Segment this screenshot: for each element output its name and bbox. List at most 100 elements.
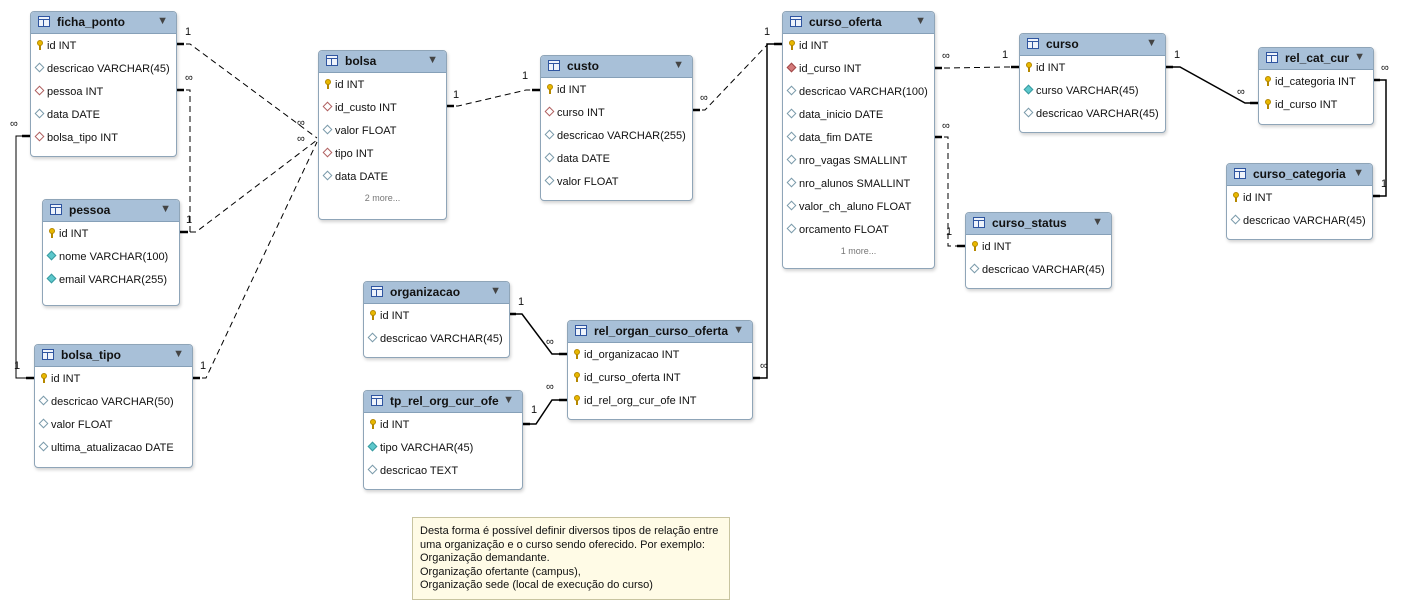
table-name: rel_organ_curso_oferta <box>594 324 729 338</box>
table-icon <box>1266 52 1278 63</box>
table-header[interactable]: curso_categoria ▼ <box>1227 164 1372 186</box>
collapse-arrow-icon[interactable]: ▼ <box>157 15 168 27</box>
table-header[interactable]: tp_rel_org_cur_ofe ▼ <box>364 391 522 413</box>
collapse-arrow-icon[interactable]: ▼ <box>173 348 184 360</box>
column-label: id INT <box>51 373 81 385</box>
column-label: id INT <box>380 419 410 431</box>
table-header[interactable]: rel_cat_cur ▼ <box>1259 48 1373 70</box>
collapse-arrow-icon[interactable]: ▼ <box>915 15 926 27</box>
table-organizacao[interactable]: organizacao ▼ id INT descricao VARCHAR(4… <box>363 281 510 358</box>
column-icon <box>322 170 333 181</box>
diagram-note[interactable]: Desta forma é possível definir diversos … <box>412 517 730 600</box>
column-row: id INT <box>35 368 192 391</box>
table-curso[interactable]: curso ▼ id INT curso VARCHAR(45) descric… <box>1019 33 1166 133</box>
collapse-arrow-icon[interactable]: ▼ <box>427 54 438 66</box>
table-curso_status[interactable]: curso_status ▼ id INT descricao VARCHAR(… <box>965 212 1112 289</box>
primary-key-icon <box>370 310 376 320</box>
column-row: data_fim DATE <box>783 127 934 150</box>
column-label: tipo INT <box>335 148 374 160</box>
column-label: id INT <box>47 40 77 52</box>
table-header[interactable]: pessoa ▼ <box>43 200 179 222</box>
more-columns-link[interactable]: 1 more... <box>840 246 877 256</box>
card-one: 1 <box>453 89 460 101</box>
table-name: custo <box>567 59 600 73</box>
card-many: ∞ <box>297 117 305 129</box>
column-label: descricao VARCHAR(45) <box>982 264 1105 276</box>
table-icon <box>575 325 587 336</box>
column-label: valor_ch_aluno FLOAT <box>799 201 912 213</box>
card-many: ∞ <box>185 72 193 84</box>
card-one: 1 <box>764 26 771 38</box>
column-label: id INT <box>1036 62 1066 74</box>
not-null-column-icon <box>1023 84 1034 95</box>
table-bolsa[interactable]: bolsa ▼ id INT id_custo INT valor FLOAT … <box>318 50 447 220</box>
column-row: descricao VARCHAR(100) <box>783 81 934 104</box>
table-icon <box>326 55 338 66</box>
column-label: data DATE <box>557 153 610 165</box>
foreign-key-icon <box>34 85 45 96</box>
table-header[interactable]: ficha_ponto ▼ <box>31 12 176 34</box>
table-icon <box>38 16 50 27</box>
card-many: ∞ <box>942 50 950 62</box>
column-icon <box>786 177 797 188</box>
card-many: ∞ <box>546 381 554 393</box>
primary-key-icon <box>1265 99 1271 109</box>
column-label: ultima_atualizacao DATE <box>51 442 174 454</box>
table-custo[interactable]: custo ▼ id INT curso INT descricao VARCH… <box>540 55 693 201</box>
table-header[interactable]: bolsa ▼ <box>319 51 446 73</box>
more-columns-link[interactable]: 2 more... <box>364 193 401 203</box>
table-header[interactable]: rel_organ_curso_oferta ▼ <box>568 321 752 343</box>
table-header[interactable]: curso_status ▼ <box>966 213 1111 235</box>
table-tp_rel_org_cur_ofe[interactable]: tp_rel_org_cur_ofe ▼ id INT tipo VARCHAR… <box>363 390 523 490</box>
table-header[interactable]: custo ▼ <box>541 56 692 78</box>
collapse-arrow-icon[interactable]: ▼ <box>1353 167 1364 179</box>
column-row: descricao VARCHAR(45) <box>1227 210 1372 233</box>
collapse-arrow-icon[interactable]: ▼ <box>503 394 514 406</box>
collapse-arrow-icon[interactable]: ▼ <box>733 324 744 336</box>
table-header[interactable]: curso ▼ <box>1020 34 1165 56</box>
table-ficha_ponto[interactable]: ficha_ponto ▼ id INT descricao VARCHAR(4… <box>30 11 177 157</box>
card-one: 1 <box>200 360 207 372</box>
table-header[interactable]: organizacao ▼ <box>364 282 509 304</box>
primary-key-icon <box>547 84 553 94</box>
table-curso_oferta[interactable]: curso_oferta ▼ id INT id_curso INT descr… <box>782 11 935 269</box>
column-row: data_inicio DATE <box>783 104 934 127</box>
link-relorgan-cursooferta <box>752 43 782 379</box>
column-row: id_custo INT <box>319 97 446 120</box>
column-row: id INT <box>966 236 1111 259</box>
column-label: pessoa INT <box>47 86 104 98</box>
table-icon <box>548 60 560 71</box>
card-many: ∞ <box>700 92 708 104</box>
collapse-arrow-icon[interactable]: ▼ <box>490 285 501 297</box>
table-header[interactable]: curso_oferta ▼ <box>783 12 934 34</box>
table-curso_categoria[interactable]: curso_categoria ▼ id INT descricao VARCH… <box>1226 163 1373 240</box>
table-rel_cat_cur[interactable]: rel_cat_cur ▼ id_categoria INT id_curso … <box>1258 47 1374 125</box>
column-icon <box>786 108 797 119</box>
primary-key-icon <box>41 373 47 383</box>
column-row: id INT <box>783 35 934 58</box>
column-label: id_rel_org_cur_ofe INT <box>584 395 697 407</box>
column-row: id_categoria INT <box>1259 71 1373 94</box>
column-label: descricao VARCHAR(45) <box>1243 215 1366 227</box>
collapse-arrow-icon[interactable]: ▼ <box>673 59 684 71</box>
table-pessoa[interactable]: pessoa ▼ id INT nome VARCHAR(100) email … <box>42 199 180 306</box>
collapse-arrow-icon[interactable]: ▼ <box>160 203 171 215</box>
link-pessoa-bolsa <box>180 139 318 233</box>
table-bolsa_tipo[interactable]: bolsa_tipo ▼ id INT descricao VARCHAR(50… <box>34 344 193 468</box>
link-bolsatipo-bolsa <box>192 141 318 379</box>
foreign-key-icon <box>322 147 333 158</box>
column-label: nome VARCHAR(100) <box>59 251 169 263</box>
column-label: id_custo INT <box>335 102 397 114</box>
note-line: Organização sede (local de execução do c… <box>420 579 653 591</box>
card-one: 1 <box>14 360 21 372</box>
table-header[interactable]: bolsa_tipo ▼ <box>35 345 192 367</box>
collapse-arrow-icon[interactable]: ▼ <box>1354 51 1365 63</box>
column-label: data DATE <box>47 109 100 121</box>
collapse-arrow-icon[interactable]: ▼ <box>1146 37 1157 49</box>
foreign-key-icon <box>322 101 333 112</box>
collapse-arrow-icon[interactable]: ▼ <box>1092 216 1103 228</box>
table-rel_organ_curso_oferta[interactable]: rel_organ_curso_oferta ▼ id_organizacao … <box>567 320 753 420</box>
table-icon <box>1234 168 1246 179</box>
not-null-column-icon <box>46 250 57 261</box>
